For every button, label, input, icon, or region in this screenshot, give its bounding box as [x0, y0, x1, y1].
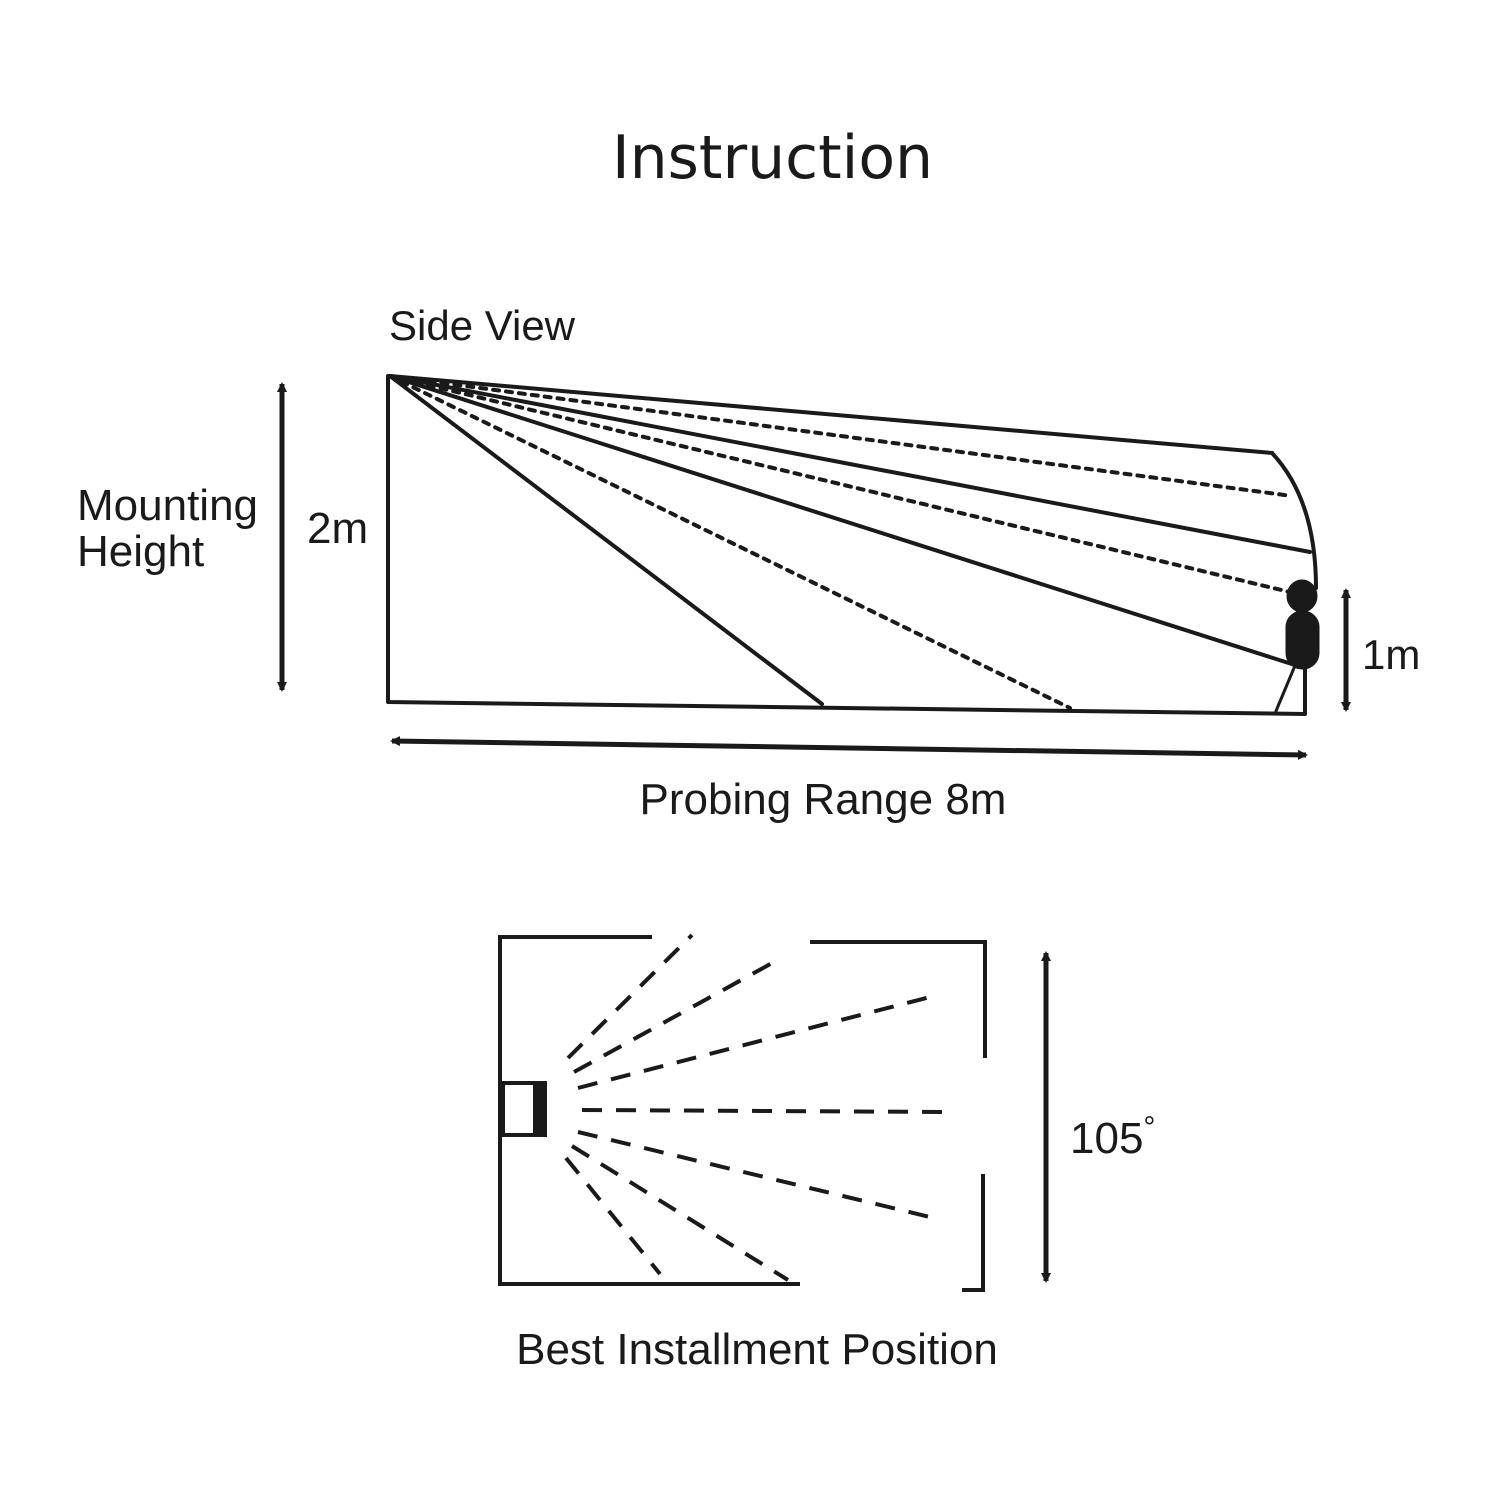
degree-symbol: ° — [1143, 1111, 1156, 1144]
room-outline-left — [498, 935, 800, 1286]
ray-3 — [577, 994, 935, 1090]
side-view-diagram — [386, 374, 1320, 716]
sensor-face — [533, 1083, 547, 1135]
ray-4 — [581, 1108, 951, 1114]
ray-6 — [570, 1144, 790, 1282]
page-title: Instruction — [611, 123, 934, 193]
beam-solid-3 — [388, 374, 1312, 554]
ray-5 — [577, 1130, 935, 1220]
beam-solid-2 — [388, 374, 1300, 668]
detection-angle-label: 105° — [1070, 1113, 1155, 1163]
person-icon — [1274, 579, 1320, 716]
beam-dotted-3 — [388, 374, 1072, 710]
mounting-height-label-line1: Mounting — [77, 481, 259, 530]
ray-2 — [573, 960, 775, 1074]
best-installment-caption: Best Installment Position — [516, 1325, 998, 1374]
beam-dotted-group — [388, 374, 1300, 710]
probing-range-label: Probing Range 8m — [639, 775, 1007, 824]
wall-and-floor-outline — [386, 374, 1307, 716]
beam-dotted-1 — [388, 374, 1294, 498]
beam-solid-1 — [388, 374, 824, 706]
mounting-height-value: 2m — [307, 504, 369, 553]
mounting-height-label-line2: Height — [77, 527, 205, 576]
side-view-heading: Side View — [389, 302, 576, 349]
range-end-arc — [1270, 451, 1318, 590]
detection-angle-value: 105 — [1070, 1114, 1144, 1163]
room-outline-bottom-right — [962, 1174, 985, 1292]
detection-rays — [564, 933, 951, 1282]
target-height-value: 1m — [1362, 631, 1421, 678]
beam-upper-edge — [388, 374, 1274, 455]
probing-range-arrow — [390, 736, 1308, 760]
top-view-diagram — [498, 933, 987, 1292]
beam-dotted-2 — [388, 374, 1300, 596]
room-outline-top-right — [810, 940, 987, 1058]
ray-1 — [566, 933, 694, 1060]
ray-7 — [564, 1156, 662, 1276]
